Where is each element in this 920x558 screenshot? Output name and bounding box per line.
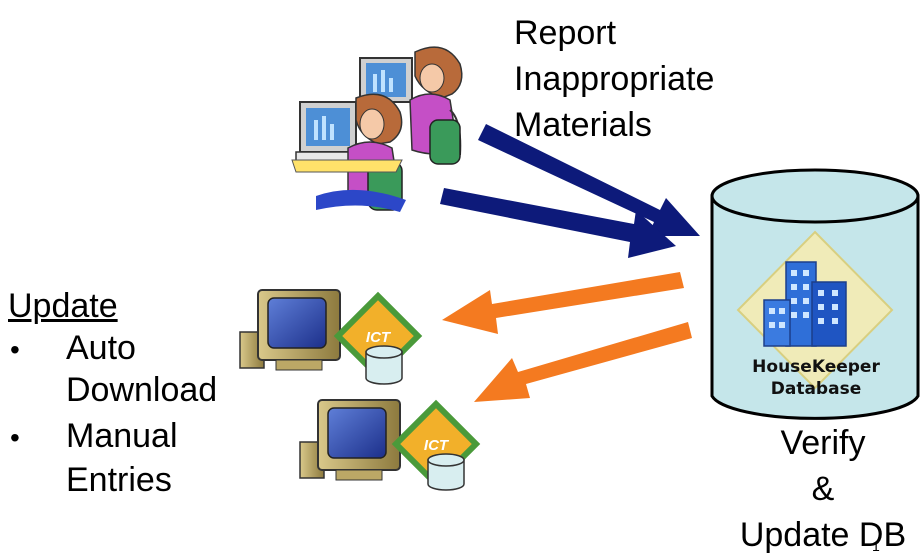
bullet-marker-auto: • [10, 334, 20, 365]
client-computer-upper: ICT [239, 289, 423, 385]
database-name-line2: Database [771, 379, 861, 399]
client-logo-text-upper: ICT [366, 329, 392, 346]
report-arrow-upper [478, 124, 700, 236]
verify-label-line1: Verify [780, 424, 866, 462]
database-name-line1: HouseKeeper [752, 357, 880, 377]
report-arrows [440, 124, 700, 258]
update-arrow-upper [442, 272, 684, 334]
bullet-auto-line2: Download [66, 371, 218, 409]
client-logo-text-lower: ICT [424, 437, 450, 454]
verify-label-line2: & [811, 470, 835, 508]
report-label-line3: Materials [514, 106, 652, 144]
update-title: Update [8, 287, 118, 325]
bullet-manual-line2: Entries [66, 461, 172, 499]
verify-label: Verify & Update DB [728, 420, 918, 558]
bullet-auto-line1: Auto [66, 329, 136, 367]
update-arrows [442, 272, 692, 402]
database-cylinder: HouseKeeper Database [710, 168, 920, 420]
bullet-marker-manual: • [10, 422, 20, 453]
report-arrow-lower [440, 188, 676, 258]
report-label: Report Inappropriate Materials [514, 10, 714, 148]
update-arrow-lower [474, 322, 692, 402]
bullet-manual-line1: Manual [66, 417, 178, 455]
report-label-line2: Inappropriate [514, 60, 715, 98]
verify-label-line3: Update DB [739, 516, 907, 554]
report-label-line1: Report [514, 14, 617, 52]
users-at-computers-illustration [291, 46, 463, 212]
client-computer-lower: ICT [299, 399, 481, 491]
page-number: 1 [872, 538, 880, 554]
